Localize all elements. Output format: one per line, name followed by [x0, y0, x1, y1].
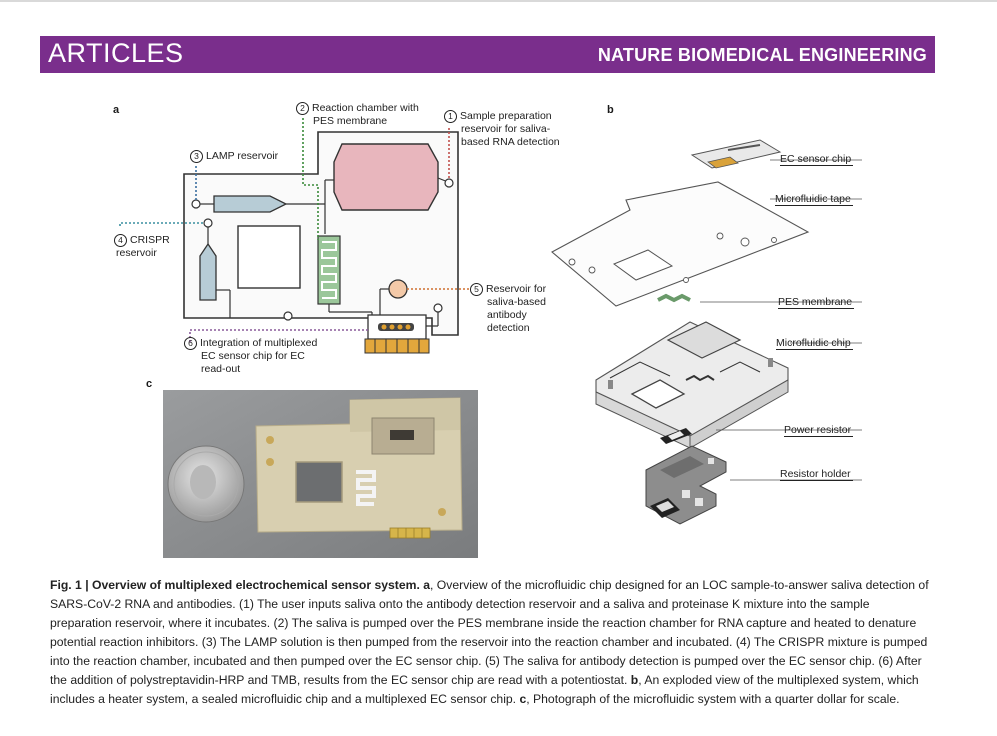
heater-window [237, 225, 301, 289]
crispr-reservoir [199, 242, 217, 301]
panel-b-letter: b [607, 104, 614, 116]
caption-c-text: , Photograph of the microfluidic system … [526, 692, 900, 706]
b-pes-membrane [657, 293, 691, 303]
sample-inlet-port [444, 178, 454, 188]
crispr-port [203, 218, 213, 228]
caption-b-text: , An exploded view of the multiplexed sy… [50, 673, 919, 706]
caption-b-letter: b [630, 673, 639, 687]
journal-title: NATURE BIOMEDICAL ENGINEERING [597, 45, 927, 65]
b-label-power-resistor: Power resistor [784, 424, 854, 437]
caption-a-text: , Overview of the microfluidic chip desi… [50, 578, 929, 687]
top-rule [0, 0, 997, 2]
waste-port-left [283, 311, 293, 321]
panel-c-letter: c [146, 378, 153, 390]
section-title: ARTICLES [48, 38, 184, 68]
figure-caption: Fig. 1 | Overview of multiplexed electro… [50, 576, 930, 709]
caption-a-letter: a [423, 578, 431, 592]
b-label-pes-membrane: PES membrane [778, 296, 855, 309]
b-label-resistor-holder: Resistor holder [780, 468, 853, 481]
caption-fig-label: Fig. 1 | Overview of multiplexed electro… [50, 578, 420, 592]
b-label-ec-sensor-chip: EC sensor chip [780, 153, 854, 166]
panel-a-letter: a [113, 104, 120, 116]
journal-header-bar: ARTICLES NATURE BIOMEDICAL ENGINEERING [40, 36, 935, 73]
b-label-microfluidic-chip: Microfluidic chip [776, 337, 853, 350]
b-microfluidic-tape [551, 181, 810, 307]
reaction-chamber [333, 143, 439, 211]
caption-c-letter: c [519, 692, 527, 706]
ec-electrodes [378, 323, 414, 331]
b-label-microfluidic-tape: Microfluidic tape [775, 193, 853, 206]
lamp-reservoir [213, 195, 288, 213]
